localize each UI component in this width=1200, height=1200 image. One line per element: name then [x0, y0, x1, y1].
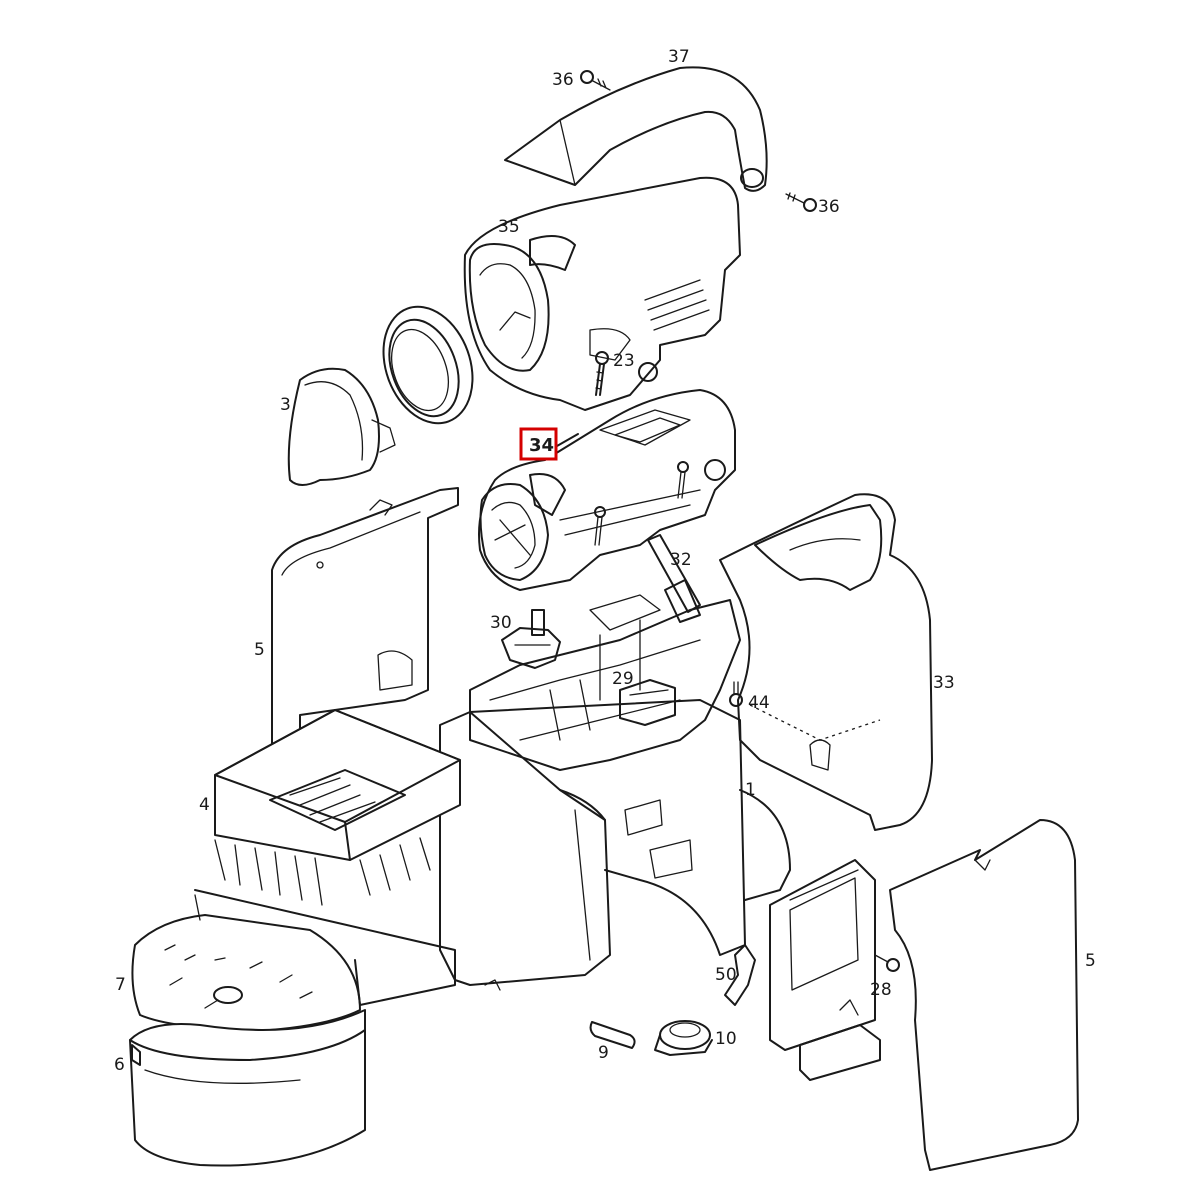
- part-28-screw: [874, 954, 900, 972]
- part-4-tank: [214, 709, 461, 906]
- part-23-screw: [595, 351, 609, 396]
- part-44-screw: [729, 681, 743, 707]
- label-10: 10: [715, 1029, 737, 1049]
- part-7-drip-grid: [131, 889, 456, 1031]
- label-44: 44: [748, 693, 770, 713]
- part-1-main-body: [439, 699, 791, 991]
- label-4: 4: [199, 795, 210, 815]
- label-5-right: 5: [1085, 951, 1096, 971]
- part-5-back-panel-left: [271, 487, 459, 761]
- label-23: 23: [613, 351, 635, 371]
- front-ring: [382, 305, 474, 425]
- label-30: 30: [490, 613, 512, 633]
- part-36-screw-right: [785, 192, 817, 212]
- part-32-lever: [647, 534, 701, 623]
- part-30-valve: [501, 609, 561, 669]
- label-36-right: 36: [818, 197, 840, 217]
- part-10-valve-body: [654, 1020, 713, 1056]
- part-9-pipe: [589, 1021, 636, 1049]
- label-35: 35: [498, 217, 520, 237]
- part-34-brewing-unit: [478, 389, 736, 591]
- part-labels: 36 37 36 35 23 3 32 5 30 29 44 33 4 1 7 …: [114, 47, 1096, 1075]
- label-6: 6: [114, 1055, 125, 1075]
- highlight-34: 34: [519, 427, 558, 461]
- label-33: 33: [933, 673, 955, 693]
- label-34: 34: [529, 435, 554, 456]
- part-33-side-cover: [719, 493, 933, 831]
- label-9: 9: [598, 1043, 609, 1063]
- part-35-upper-housing: [463, 176, 741, 411]
- part-28-control-board: [769, 859, 881, 1081]
- label-50: 50: [715, 965, 737, 985]
- internal-frame: [469, 594, 741, 771]
- part-50-clip: [724, 944, 756, 1006]
- label-29: 29: [612, 669, 634, 689]
- part-37-handle: [504, 66, 768, 192]
- leader-34: [556, 433, 579, 447]
- part-36-screw-top: [580, 70, 611, 91]
- label-7: 7: [115, 975, 126, 995]
- part-5-side-panel-right: [889, 819, 1079, 1171]
- part-29-bracket: [619, 679, 676, 726]
- label-5-left: 5: [254, 640, 265, 660]
- part-3-front-cap: [287, 367, 396, 486]
- label-32: 32: [670, 550, 692, 570]
- label-36-top: 36: [552, 70, 574, 90]
- part-6-base: [129, 1009, 366, 1167]
- label-3: 3: [280, 395, 291, 415]
- label-1: 1: [745, 780, 756, 800]
- label-37: 37: [668, 47, 690, 67]
- highlight-box: [519, 427, 558, 461]
- label-28: 28: [870, 980, 892, 1000]
